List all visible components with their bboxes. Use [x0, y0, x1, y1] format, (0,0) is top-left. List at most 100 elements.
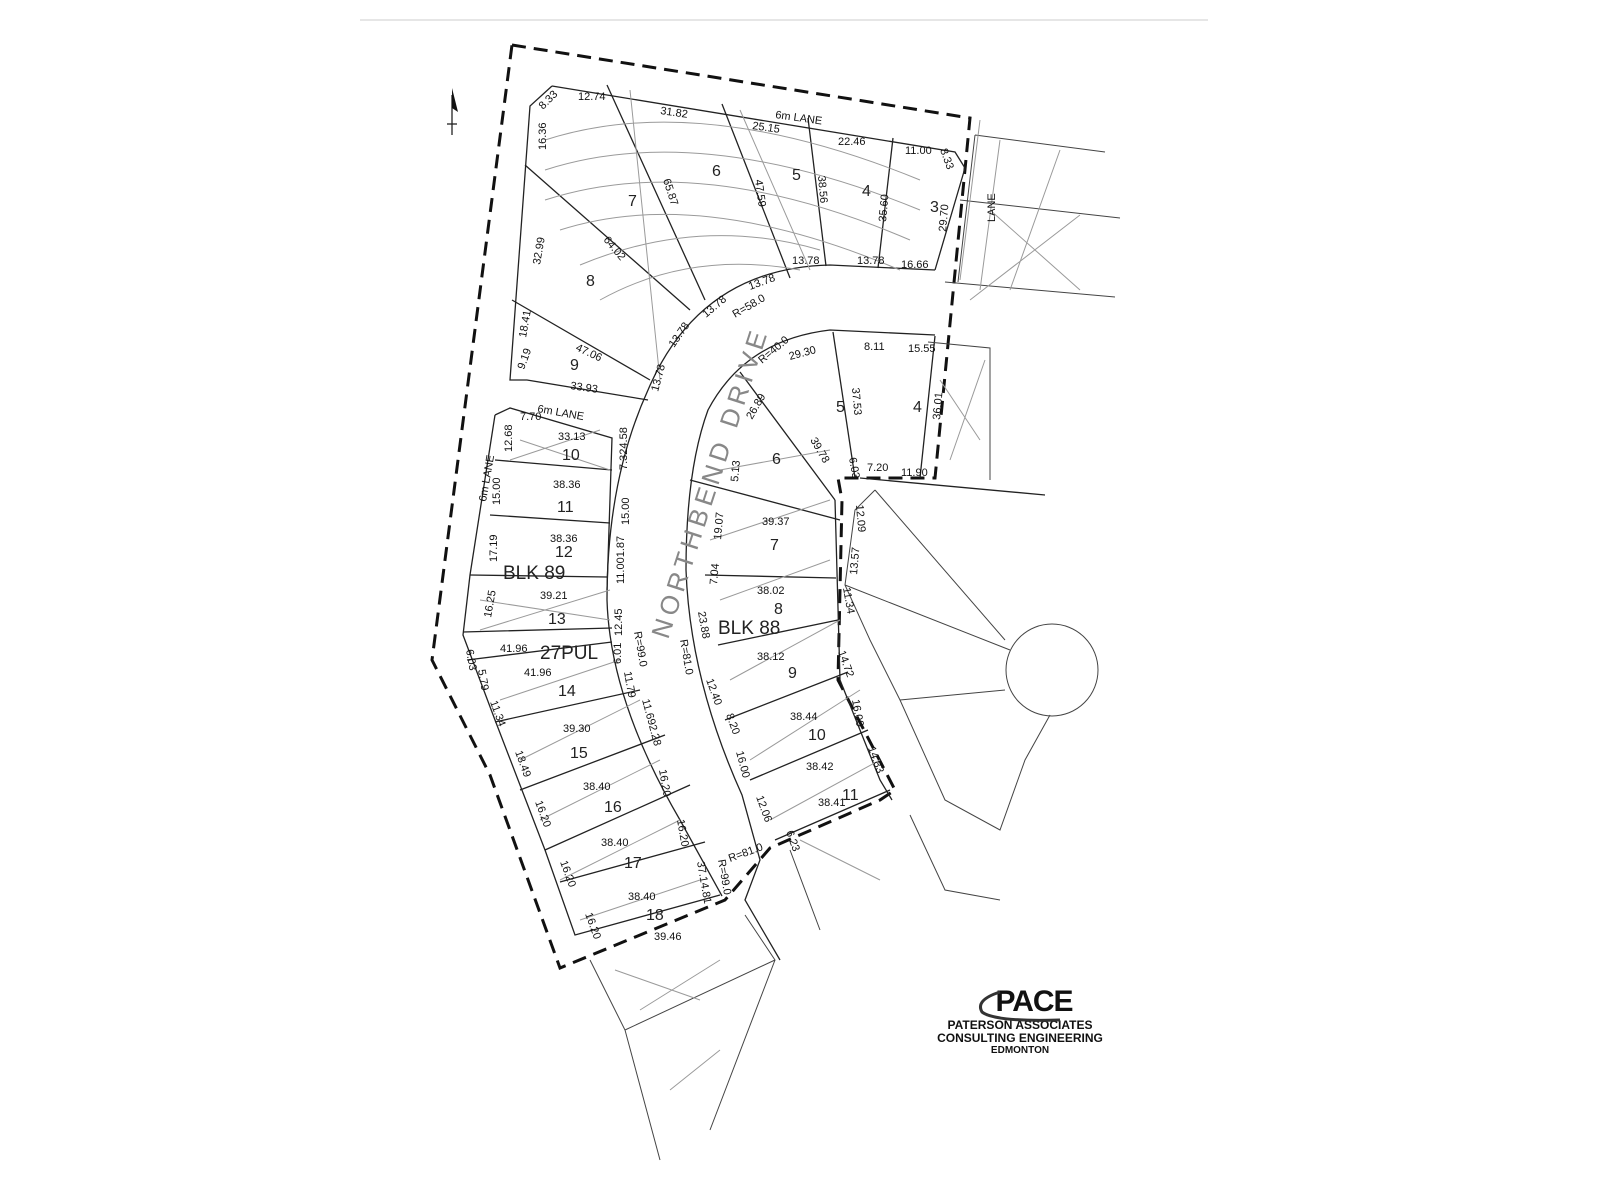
radius-label: R=81.0: [677, 638, 695, 675]
dimension-label: 39.21: [540, 590, 568, 602]
lot-number: 5: [836, 399, 845, 416]
dimension-label: 15.00: [491, 477, 503, 505]
dimension-label: 38.12: [757, 651, 785, 663]
dimension-label: 38.36: [553, 479, 581, 491]
dimension-label: 65.87: [660, 177, 680, 207]
pul-label: 27PUL: [540, 643, 598, 664]
lot-number: 16: [604, 799, 622, 816]
dimension-label: 6.03: [463, 648, 479, 671]
dimension-label: 16.66: [901, 259, 929, 271]
lot-number: 7: [628, 193, 637, 210]
dimension-label: 7.04: [708, 563, 722, 585]
dimension-label: 16.20: [674, 818, 691, 847]
dimension-label: 16.00: [733, 750, 752, 780]
lot-number: 3: [930, 199, 939, 216]
dimension-label: 6.01: [612, 643, 624, 664]
dimension-label: 7.70: [520, 411, 541, 423]
dimension-label: 38.02: [757, 585, 785, 597]
dimension-label: 13.57: [848, 547, 862, 575]
dimension-label: 35.60: [877, 194, 891, 222]
dimension-label: 38.40: [601, 837, 629, 849]
dimension-label: 15.55: [908, 343, 936, 355]
dimension-label: 13.78: [667, 320, 693, 349]
dimension-label: 41.96: [524, 667, 552, 679]
lot-number: 7: [770, 537, 779, 554]
dimension-label: 8.20: [723, 712, 742, 736]
lot-number: 11: [842, 787, 859, 804]
blk89-label: BLK 89: [503, 563, 565, 584]
subdivision-boundary: [430, 43, 972, 970]
dimension-label: 37.14.81: [694, 860, 713, 904]
dimension-label: 16.36: [537, 122, 549, 150]
dimension-label: 15.00: [620, 497, 632, 525]
lane-label: 6m LANE: [775, 109, 823, 127]
lot-number: 15: [570, 745, 588, 762]
lot-number: 9: [570, 357, 579, 374]
dimension-label: 5.13: [729, 460, 743, 482]
northbend-drive-road: [606, 264, 936, 961]
dimension-label: 9.19: [516, 347, 535, 371]
dimension-label: 12.74: [578, 91, 606, 103]
dimension-label: 13.78: [649, 363, 668, 393]
dimension-label: 38.36: [550, 533, 578, 545]
dimension-label: 16.20: [557, 859, 578, 889]
lot-number: 6: [772, 451, 781, 468]
dimension-label: 33.93: [570, 380, 599, 396]
dimension-label: 41.96: [500, 643, 528, 655]
adjacent-parcels: [589, 134, 1121, 1161]
dimension-label: 11.692.28: [639, 698, 663, 748]
pace-logo: PACE PATERSON ASSOCIATES CONSULTING ENGI…: [920, 985, 1120, 1056]
dimension-label: 11.34: [840, 586, 856, 614]
dimension-label: 32.99: [531, 236, 548, 265]
dimension-label: 64.02: [601, 234, 628, 263]
dimension-label: 8.11: [864, 341, 885, 353]
lot-number: 4: [862, 183, 871, 200]
dimension-label: 16.20: [582, 911, 603, 941]
blk88-label: BLK 88: [718, 618, 780, 639]
dimension-label: 23.88: [695, 610, 712, 639]
dimension-label: 38.56: [815, 175, 829, 203]
pencil-hatching: [479, 89, 1081, 1091]
dimension-label: 13.78: [857, 255, 885, 267]
lot-number: 13: [548, 611, 566, 628]
dimension-label: 16.00: [849, 698, 866, 727]
dimension-label: 19.07: [712, 512, 726, 540]
dimension-label: 16.25: [482, 589, 499, 618]
lot-number: 10: [562, 447, 580, 464]
dimension-label: 13.78: [747, 272, 777, 293]
dimension-label: 39.46: [654, 931, 682, 943]
dimension-label: 14.83: [865, 745, 886, 775]
lot-number: 18: [646, 907, 664, 924]
logo-city: EDMONTON: [990, 1045, 1050, 1056]
lane-label: 6m LANE: [536, 403, 584, 423]
east-block-linework: [739, 331, 1046, 501]
lot-number: 14: [558, 683, 576, 700]
blk88-linework: [689, 479, 893, 841]
dimension-label: 11.001.87: [615, 536, 627, 584]
lane-label: LANE: [986, 193, 998, 222]
dimension-label: 37.53: [849, 387, 863, 415]
lot-number: 9: [788, 665, 797, 682]
dimension-label: 12.09: [853, 504, 867, 532]
dimension-label: 11.34: [487, 699, 507, 728]
dimension-label: 13.78: [792, 255, 820, 267]
dimension-label: 8.33: [537, 88, 561, 112]
dimension-label: 12.40: [703, 677, 724, 707]
dimension-label: 12.45: [613, 608, 625, 636]
lot-number: 12: [555, 544, 573, 561]
radius-label: R=99.0: [631, 630, 649, 667]
dimension-label: 11.79: [621, 670, 637, 698]
lot-number: 11: [557, 499, 574, 516]
lot-number: 4: [913, 399, 922, 416]
dimension-label: 7.324.58: [618, 427, 630, 470]
dimension-label: 5.79: [475, 668, 491, 691]
dimension-label: 38.41: [818, 797, 846, 809]
radius-label: R=58.0: [731, 292, 768, 320]
dimension-label: 11.90: [901, 467, 928, 479]
dimension-label: 38.40: [628, 891, 656, 903]
dimension-label: 39.30: [563, 723, 591, 735]
dimension-label: 25.15: [752, 120, 781, 136]
dimension-label: 7.20: [867, 462, 888, 474]
